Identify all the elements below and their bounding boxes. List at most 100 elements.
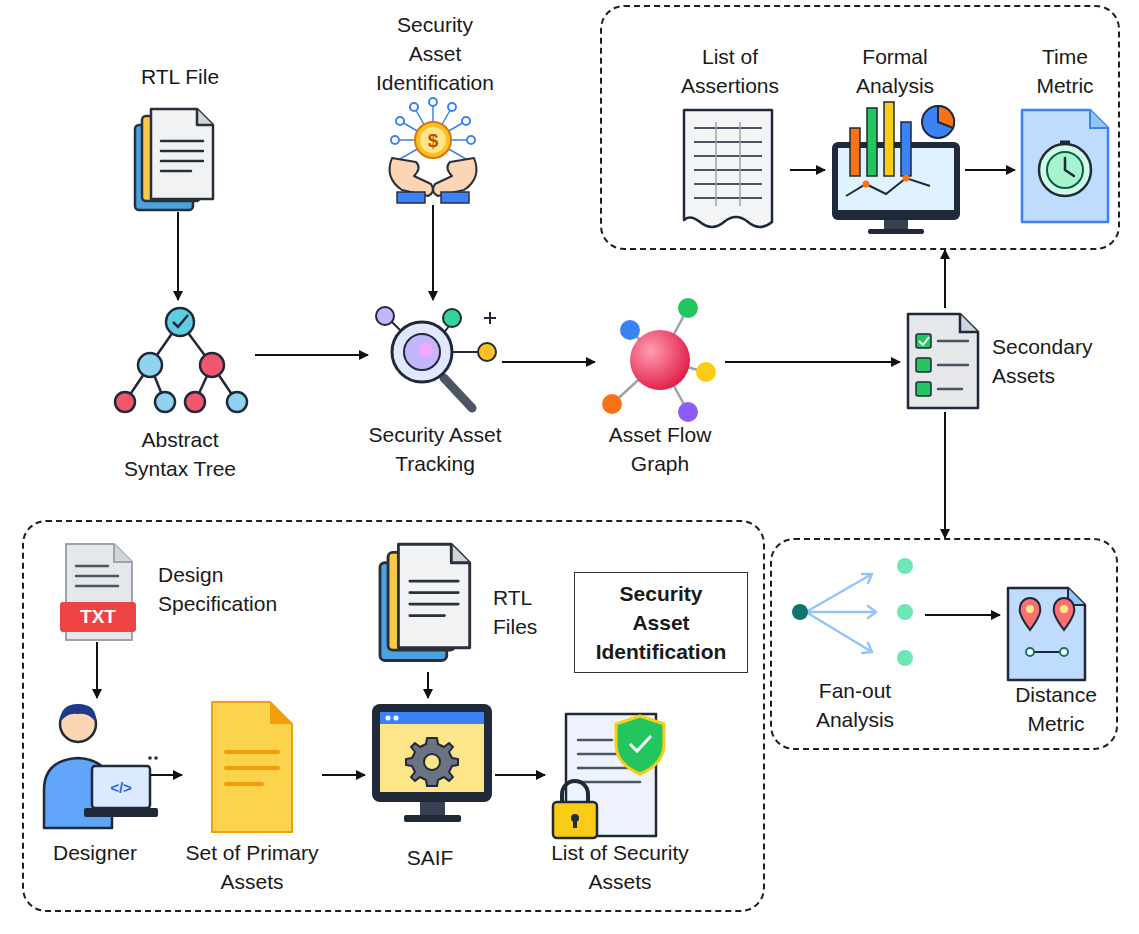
tool-monitor-icon <box>394 716 399 721</box>
asset-hands-icon <box>441 192 469 203</box>
node-label: List of Assertions <box>665 42 795 100</box>
monitor-chart-icon <box>938 106 954 128</box>
document-stack-icon <box>380 544 470 660</box>
map-pin-doc-icon <box>1020 598 1041 630</box>
monitor-chart-icon <box>868 229 924 234</box>
secure-list-icon <box>573 818 577 828</box>
text-file-icon <box>114 544 132 562</box>
flow-arrow <box>725 361 900 363</box>
node-label: Security Asset Tracking <box>362 420 508 478</box>
icon-node: Secondary Assets <box>900 308 1120 412</box>
asset-hands-icon <box>395 102 471 159</box>
node-label: Fan-out Analysis <box>785 676 925 734</box>
dashed-group: Security Asset Identification Design Spec… <box>22 520 765 912</box>
magnifier-icon <box>443 309 461 327</box>
node-label: Distance Metric <box>1000 680 1112 738</box>
monitor-chart-icon <box>850 128 860 176</box>
asset-hands-icon <box>390 98 477 203</box>
fan-out-icon <box>806 574 876 652</box>
tool-monitor-icon <box>404 815 461 822</box>
graph-icon <box>612 308 706 412</box>
graph-icon <box>696 362 716 382</box>
stopwatch-doc-icon <box>1065 158 1074 176</box>
stopwatch-doc-icon <box>1090 110 1108 128</box>
magnifier-icon <box>484 312 496 324</box>
checklist-icon <box>938 341 968 389</box>
checklist-icon <box>916 358 931 372</box>
icon-node: Abstract Syntax Tree <box>105 300 255 490</box>
icon-node: Design Specification <box>55 540 300 642</box>
list-icon <box>684 110 772 227</box>
node-label: List of Security Assets <box>535 838 705 896</box>
map-pin-doc-icon <box>1026 605 1034 613</box>
flow-arrow <box>322 774 365 776</box>
asset-hands-icon <box>397 192 425 203</box>
asset-hands-icon <box>448 103 456 111</box>
section-title: Security Asset Identification <box>574 572 748 673</box>
icon-glyph: </> <box>96 780 146 795</box>
icon-node: Security Asset Tracking <box>368 300 502 485</box>
text-file-icon <box>76 566 118 586</box>
magnifier-icon <box>376 307 394 325</box>
designer-icon <box>84 808 158 817</box>
fan-out-icon <box>897 650 913 666</box>
graph-icon <box>678 298 698 318</box>
tool-monitor-icon <box>380 712 484 724</box>
graph-icon <box>630 330 690 390</box>
tool-monitor-icon <box>380 712 484 792</box>
icon-node: Fan-out Analysis <box>785 558 925 735</box>
map-pin-doc-icon <box>1060 605 1068 613</box>
icon-node: List of Security Assets <box>545 698 695 900</box>
tool-monitor-icon <box>420 802 445 816</box>
asset-hands-icon <box>420 127 446 153</box>
node-label: Set of Primary Assets <box>172 838 332 896</box>
graph-icon <box>678 402 698 422</box>
designer-icon <box>154 756 158 760</box>
tool-monitor-icon <box>372 704 492 822</box>
checklist-icon <box>916 334 931 348</box>
secure-list-icon <box>630 736 651 751</box>
fan-out-icon <box>897 558 913 574</box>
magnifier-icon <box>478 343 496 361</box>
monitor-chart-icon <box>867 108 877 176</box>
document-icon <box>212 702 292 832</box>
graph-icon <box>620 320 640 340</box>
magnifier-icon <box>392 322 452 382</box>
magnifier-icon <box>376 307 496 408</box>
asset-hands-icon <box>462 117 470 125</box>
asset-hands-icon <box>390 158 433 196</box>
text-file-icon <box>60 602 136 632</box>
text-file-icon <box>60 544 136 640</box>
stopwatch-doc-icon <box>1039 144 1091 196</box>
checklist-icon <box>960 314 978 332</box>
node-label: SAIF <box>365 843 495 872</box>
asset-hands-icon <box>429 98 437 106</box>
icon-node: Set of Primary Assets <box>182 698 322 900</box>
flow-arrow <box>965 169 1015 171</box>
monitor-chart-icon <box>832 102 960 234</box>
icon-node: Formal Analysis <box>825 42 965 232</box>
monitor-chart-icon <box>922 106 954 138</box>
dashed-group: List of AssertionsFormal AnalysisTime Me… <box>600 5 1120 250</box>
document-icon <box>212 702 292 832</box>
flow-arrow <box>432 205 434 300</box>
asset-hands-icon <box>467 136 475 144</box>
node-label: RTL Files <box>493 583 553 641</box>
map-pin-doc-icon <box>1026 648 1034 656</box>
list-icon <box>716 122 740 206</box>
fan-out-icon <box>792 558 913 666</box>
graph-icon <box>602 394 622 414</box>
icon-glyph: $ <box>421 131 445 150</box>
designer-icon <box>148 756 152 760</box>
list-icon <box>694 128 762 198</box>
asset-hands-icon <box>415 122 451 158</box>
flow-arrow <box>790 169 825 171</box>
asset-hands-icon <box>433 158 476 196</box>
dashed-group: Fan-out Analysis Distance Metric <box>770 538 1118 750</box>
flow-arrow <box>944 250 946 308</box>
monitor-chart-icon <box>863 181 870 188</box>
tree-icon <box>185 392 205 412</box>
document-icon <box>270 702 292 724</box>
map-pin-doc-icon <box>1030 651 1064 653</box>
icon-node: List of Assertions <box>670 42 790 232</box>
